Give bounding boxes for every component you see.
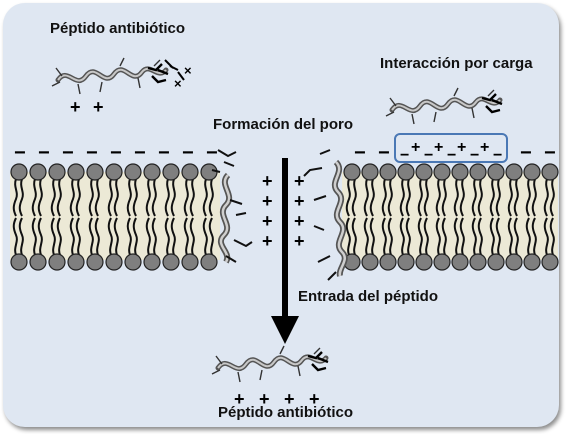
pore-peptide-right [303,149,348,281]
svg-text:−: − [182,142,194,164]
svg-text:+: + [70,97,81,117]
svg-text:−: − [378,142,390,164]
svg-text:+: + [284,389,295,409]
label-peptide-top: Péptido antibiótico [50,20,185,37]
label-peptide-bottom: Péptido antibiótico [218,404,353,421]
svg-text:−: − [38,142,50,164]
svg-text:+: + [262,231,273,251]
svg-text:+: + [480,139,489,156]
svg-text:−: − [470,147,479,164]
svg-text:−: − [400,147,409,164]
svg-text:+: + [262,171,273,191]
svg-text:−: − [110,142,122,164]
svg-text:+: + [411,139,420,156]
svg-text:+: + [294,231,305,251]
svg-text:−: − [14,142,26,164]
membrane-surface-charges: − − − − − − − − − − − − − [14,142,556,164]
svg-text:−: − [447,147,456,164]
entry-arrow [271,158,299,344]
svg-text:+: + [294,211,305,231]
svg-text:+: + [234,389,245,409]
svg-text:−: − [424,147,433,164]
svg-text:+: + [294,171,305,191]
svg-text:+: + [262,211,273,231]
svg-text:×: × [184,63,192,78]
svg-text:+: + [434,139,443,156]
svg-text:×: × [174,76,182,91]
pore-charges: + + + + + + + + [262,171,305,251]
pore-peptide-left [211,149,253,264]
bilayer-core-left [10,172,220,260]
svg-text:+: + [262,191,273,211]
svg-text:+: + [309,389,320,409]
svg-text:+: + [93,97,104,117]
svg-text:−: − [544,142,556,164]
svg-text:−: − [354,142,366,164]
svg-text:−: − [206,142,218,164]
peptide-top-right [386,88,502,124]
peptide-bottom-charges: + + + + [234,389,320,409]
svg-text:−: − [86,142,98,164]
svg-text:−: − [520,142,532,164]
charge-interaction-box [394,133,508,163]
svg-text:+: + [294,191,305,211]
charge-interaction-signs: − + − + − + − + − [400,139,502,164]
svg-text:−: − [62,142,74,164]
bilayer-core-right [342,172,558,260]
svg-text:+: + [457,139,466,156]
svg-text:−: − [493,147,502,164]
label-pore-formation: Formación del poro [213,116,354,133]
peptide-top-left-charges: + + [70,97,104,117]
svg-text:−: − [158,142,170,164]
peptide-top-left: × × [52,58,192,94]
label-peptide-entry: Entrada del péptido [298,288,439,305]
peptide-bottom [212,346,328,382]
label-charge-interaction: Interacción por carga [380,55,533,72]
svg-text:−: − [134,142,146,164]
svg-text:+: + [259,389,270,409]
